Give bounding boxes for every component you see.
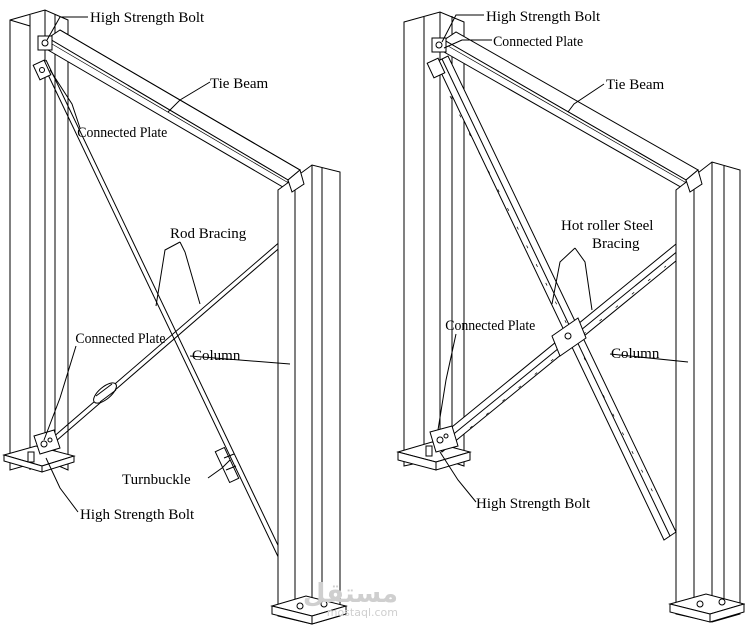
right-label-connected-plate-bottom: Connected Plate	[445, 318, 535, 335]
right-label-high-strength-bolt-top: High Strength Bolt	[486, 9, 601, 25]
right-label-hot-roller-steel: Hot roller Steel	[561, 218, 653, 234]
watermark-arabic: مستقل	[303, 579, 398, 609]
right-label-tie-beam: Tie Beam	[606, 77, 665, 93]
right-label-connected-plate-top: Connected Plate	[493, 34, 583, 51]
right-frame-tie-beam	[443, 31, 699, 191]
right-label-bracing: Bracing	[592, 236, 640, 252]
right-label-column: Column	[611, 346, 660, 362]
watermark-latin: mostaql.com	[327, 606, 398, 619]
watermark: مستقل mostaql.com	[303, 579, 398, 619]
left-label-column: Column	[192, 348, 241, 364]
left-label-rod-bracing: Rod Bracing	[170, 226, 247, 242]
right-frame-back-column	[396, 11, 472, 471]
left-frame-top-connection	[32, 35, 53, 81]
right-frame-bottom-connection	[425, 425, 459, 457]
left-frame-back-column	[2, 9, 76, 473]
left-frame-front-column	[270, 164, 348, 625]
right-label-high-strength-bolt-bottom: High Strength Bolt	[476, 496, 591, 512]
left-label-connected-plate-top: Connected Plate	[77, 125, 167, 142]
right-frame-front-column	[668, 161, 745, 623]
left-frame-tie-beam	[47, 29, 301, 191]
left-label-tie-beam: Tie Beam	[210, 76, 269, 92]
left-frame-bottom-connection	[27, 429, 61, 463]
left-label-turnbuckle: Turnbuckle	[122, 472, 191, 488]
right-labels: High Strength Bolt Connected Plate Tie B…	[445, 9, 664, 512]
left-frame	[2, 9, 348, 625]
leader-lines	[43, 14, 689, 513]
left-label-high-strength-bolt-top: High Strength Bolt	[90, 10, 205, 26]
left-frame-rod-bracing	[41, 59, 287, 566]
left-label-high-strength-bolt-bottom: High Strength Bolt	[80, 507, 195, 523]
left-labels: High Strength Bolt Tie Beam Connected Pl…	[75, 10, 268, 523]
right-frame-steel-bracing	[435, 55, 683, 541]
right-frame	[396, 11, 745, 623]
left-label-connected-plate-bottom: Connected Plate	[75, 331, 165, 348]
